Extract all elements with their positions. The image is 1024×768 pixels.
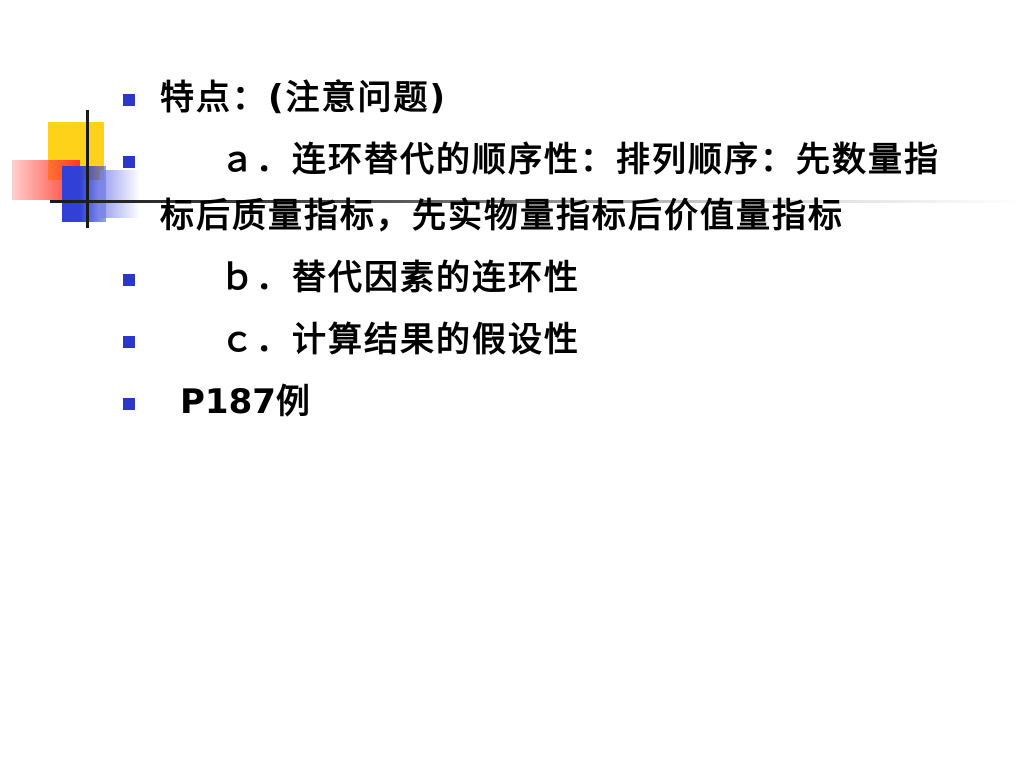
list-item: ｂ．替代因素的连环性 xyxy=(120,250,950,306)
square-bullet-icon xyxy=(123,274,135,286)
ornament-vertical-line xyxy=(86,110,89,228)
ornament-blue-square xyxy=(62,166,106,222)
bullet-text: ａ．连环替代的顺序性：排列顺序：先数量指标后质量指标，先实物量指标后价值量指标 xyxy=(160,140,940,236)
list-item: ｃ．计算结果的假设性 xyxy=(120,312,950,368)
ornament-blue-fade xyxy=(100,170,140,218)
square-bullet-icon xyxy=(123,156,135,168)
square-bullet-icon xyxy=(123,336,135,348)
square-bullet-icon xyxy=(123,94,135,106)
corner-ornament xyxy=(0,0,1024,240)
bullet-text: 特点：(注意问题) xyxy=(160,78,448,118)
list-item: ａ．连环替代的顺序性：排列顺序：先数量指标后质量指标，先实物量指标后价值量指标 xyxy=(120,132,950,244)
bullet-text: ｃ．计算结果的假设性 xyxy=(220,320,580,360)
list-item: P187例 xyxy=(120,374,950,430)
ornament-horizontal-line xyxy=(50,200,1024,203)
square-bullet-icon xyxy=(123,398,135,410)
bullet-list: 特点：(注意问题) ａ．连环替代的顺序性：排列顺序：先数量指标后质量指标，先实物… xyxy=(120,70,950,430)
list-item: 特点：(注意问题) xyxy=(120,70,950,126)
bullet-text: P187例 xyxy=(180,382,310,422)
bullet-text: ｂ．替代因素的连环性 xyxy=(220,258,580,298)
